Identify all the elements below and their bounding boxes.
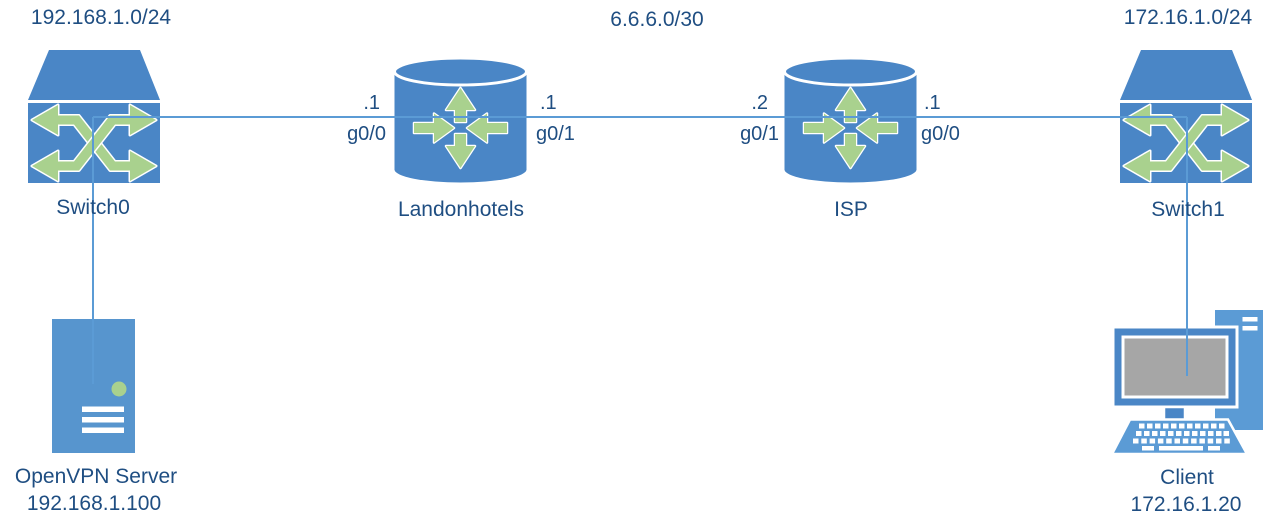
- device-label-landonhotels: Landonhotels: [397, 198, 525, 221]
- device-label-isp: ISP: [834, 198, 868, 221]
- iface-isp-g01-port: g0/1: [740, 123, 779, 145]
- tower-drive-slots: [1242, 317, 1258, 331]
- network-label-right: 172.16.1.0/24: [1123, 6, 1253, 29]
- iface-isp-g00-port: g0/0: [921, 123, 960, 145]
- router-arrows: [802, 86, 899, 170]
- device-label-openvpn-server: OpenVPN Server: [14, 465, 178, 488]
- iface-landonhotels-g00-port: g0/0: [347, 123, 386, 145]
- keyboard-keys: [1133, 423, 1230, 451]
- iface-isp-g01-addr: .2: [751, 92, 768, 114]
- iface-landonhotels-g01-addr: .1: [540, 92, 557, 114]
- switch-icon[interactable]: [28, 50, 160, 183]
- network-label-wan: 6.6.6.0/30: [610, 8, 704, 31]
- iface-landonhotels-g00-addr: .1: [363, 92, 380, 114]
- device-ip-client: 172.16.1.20: [1130, 493, 1242, 516]
- device-label-switch1: Switch1: [1151, 198, 1225, 221]
- network-label-left: 192.168.1.0/24: [30, 6, 172, 29]
- router-icon[interactable]: [783, 57, 918, 183]
- link-switch0-server: [92, 117, 94, 384]
- server-led: [111, 381, 127, 397]
- router-icon[interactable]: [393, 57, 528, 183]
- device-label-switch0: Switch0: [56, 196, 130, 219]
- device-label-client: Client: [1160, 466, 1214, 489]
- iface-landonhotels-g01-port: g0/1: [536, 123, 575, 145]
- device-ip-openvpn-server: 192.168.1.100: [26, 492, 162, 515]
- router-arrows: [412, 86, 509, 170]
- switch-top-face: [28, 50, 160, 100]
- switch-top-face: [1120, 50, 1252, 100]
- iface-isp-g00-addr: .1: [924, 92, 941, 114]
- link-switch1-client: [1186, 117, 1188, 376]
- link-backbone-horizontal: [93, 116, 1187, 118]
- monitor-screen: [1121, 335, 1229, 399]
- switch-arrows: [30, 103, 158, 183]
- server-vents: [82, 406, 124, 433]
- computer-icon[interactable]: [1106, 308, 1263, 456]
